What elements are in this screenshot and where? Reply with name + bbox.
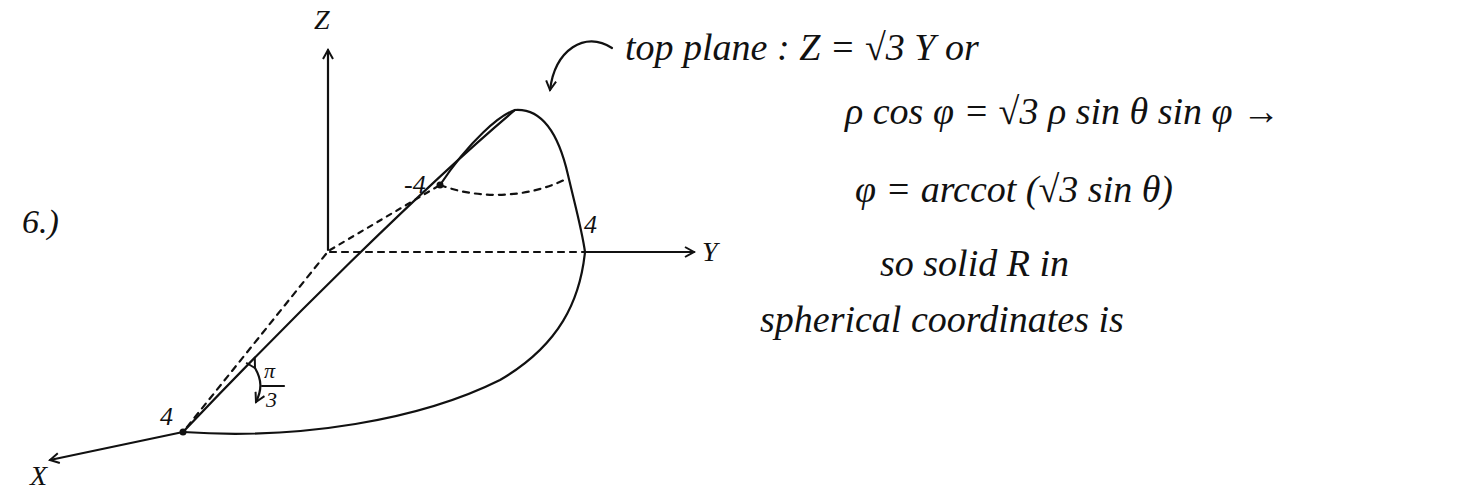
y-axis: [585, 251, 694, 253]
note-text: spherical coordinates is: [760, 300, 1124, 338]
y-axis-hidden: [330, 251, 585, 253]
angle-arc: [255, 368, 260, 402]
note-text: ρ cos φ = √3 ρ sin θ sin φ →: [845, 92, 1280, 130]
axis-label: X: [30, 462, 47, 490]
x-axis-hidden: [183, 254, 326, 432]
x-axis: [50, 432, 183, 460]
point-dot: [180, 429, 187, 436]
point-dot: [437, 182, 444, 189]
axis-label: Y: [702, 238, 718, 266]
callout-arrow: [550, 41, 612, 90]
tick-label: 4: [160, 404, 173, 430]
top-edge: [183, 110, 515, 432]
fraction-bar: [262, 385, 284, 387]
problem-number: 6.): [22, 205, 59, 239]
hidden-curve: [440, 178, 568, 195]
angle-label: 3: [266, 389, 277, 411]
bottom-curve: [183, 252, 585, 434]
z-axis: [327, 50, 329, 250]
tick-label: 4: [584, 212, 597, 238]
axis-label: Z: [314, 6, 330, 34]
note-text: top plane : Z = √3 Y or: [625, 28, 979, 66]
note-text: so solid R in: [880, 244, 1069, 282]
tick-label: -4: [404, 172, 426, 198]
angle-label: π: [264, 360, 275, 382]
top-curve: [440, 110, 585, 252]
note-text: φ = arccot (√3 sin θ): [855, 170, 1173, 208]
